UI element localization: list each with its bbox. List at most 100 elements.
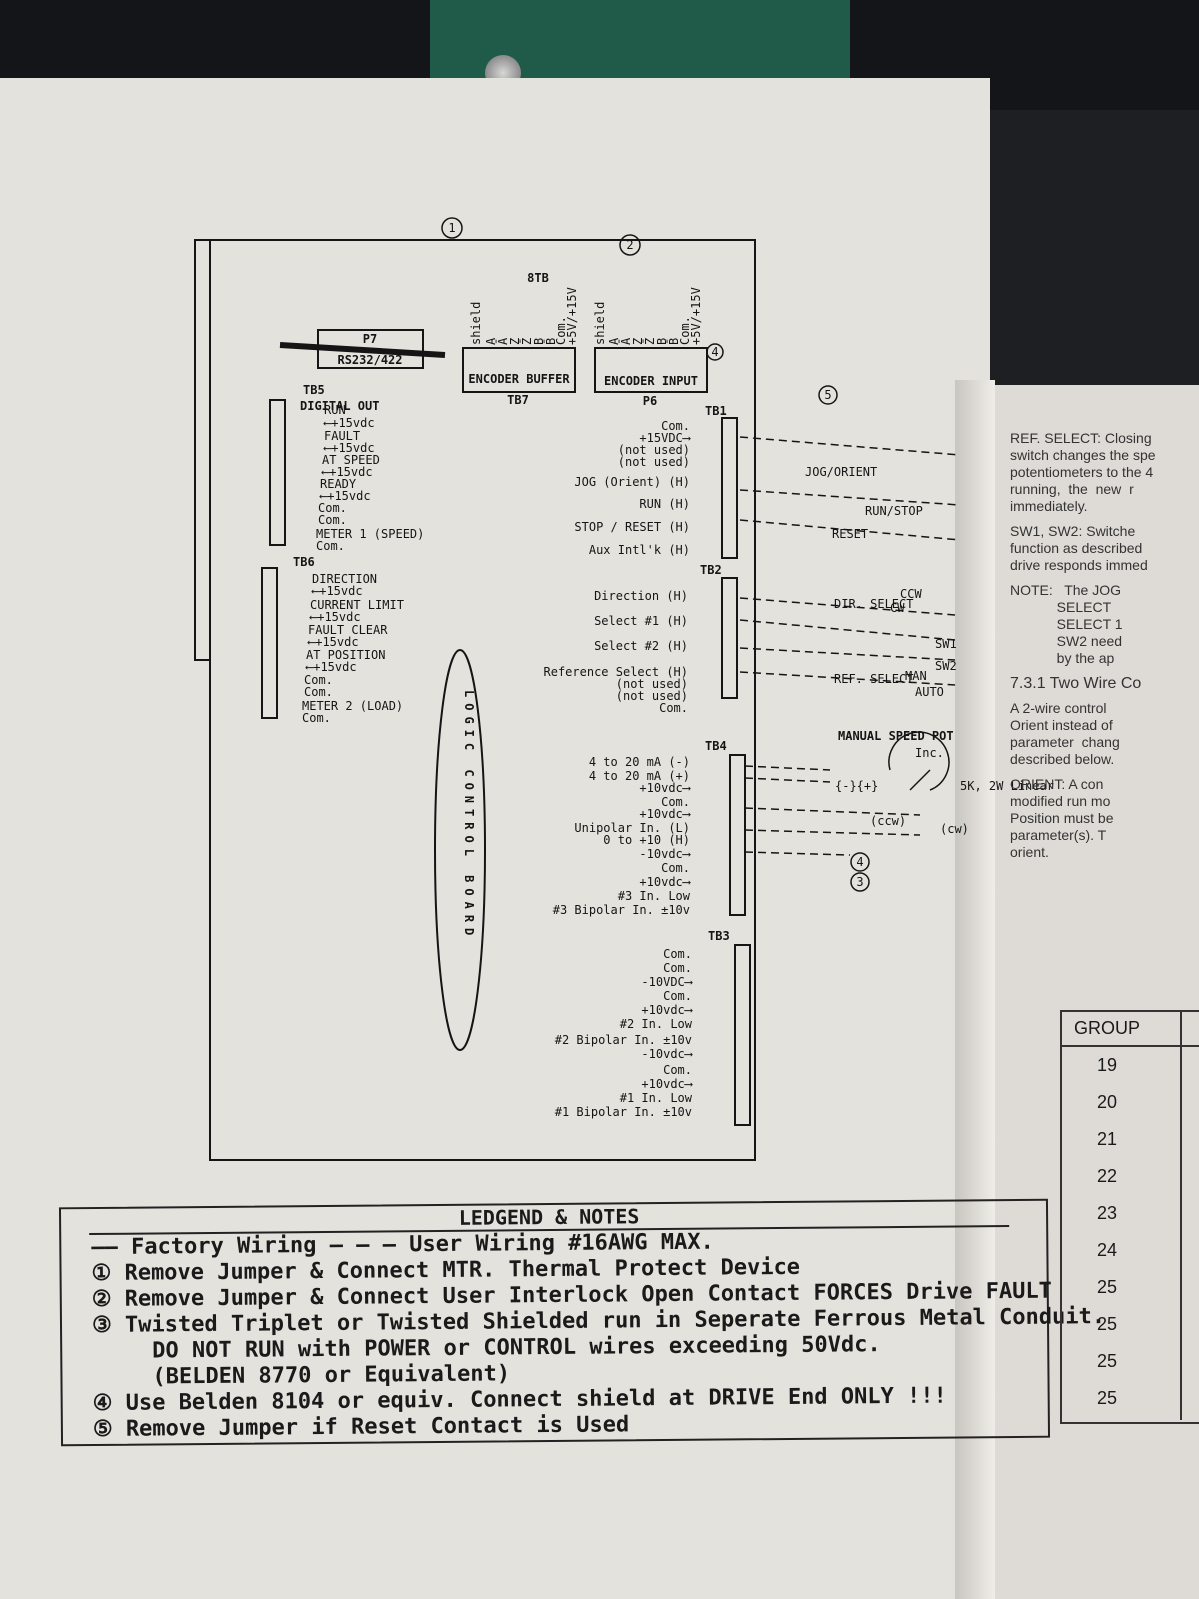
tb5-item: READY (320, 477, 357, 491)
tb4-item: Unipolar In. (L) (574, 821, 690, 835)
encoder-buffer-block (462, 347, 576, 393)
group-row: 25 (1096, 1314, 1118, 1334)
encoder-input-label: ENCODER INPUT (604, 374, 698, 388)
auto-label: AUTO (915, 685, 944, 699)
group-table: GROUP 19 20 21 22 23 24 25 25 25 25 (1060, 1010, 1199, 1424)
tb4-label: TB4 (705, 739, 727, 753)
tb6-item: Com. (302, 711, 331, 725)
section-heading: 7.3.1 Two Wire Co (1010, 675, 1142, 692)
tb5-item: METER 1 (SPEED) (316, 527, 424, 541)
enc-buf-pin: Z̄ (520, 338, 534, 345)
callout-5: 5 (824, 388, 831, 402)
two-wire-paragraph: A 2-wire control Orient instead of param… (1010, 700, 1120, 767)
tb2-item: Direction (H) (594, 589, 688, 603)
p7-label: P7 (363, 332, 377, 346)
pot-cw-label: (cw) (940, 822, 969, 836)
enc-in-pin: Z̄ (643, 338, 657, 345)
logic-board-label: LOGIC CONTROL BOARD (462, 690, 476, 941)
tb4-item: 4 to 20 mA (+) (589, 769, 690, 783)
8tb-label: 8TB (527, 271, 549, 285)
tb7-label: TB7 (507, 393, 529, 407)
enc-in-pin: +5V/+15V (689, 287, 703, 345)
left-page (0, 78, 990, 1599)
tb5-label: TB5 (303, 383, 325, 397)
tb4-item: Com. (661, 795, 690, 809)
group-header: GROUP (1062, 1012, 1199, 1047)
enc-buf-pin: +5V/+15V (565, 287, 579, 345)
ccw-label: CCW (900, 587, 922, 601)
tb2-label: TB2 (700, 563, 722, 577)
group-row: 25 (1096, 1277, 1118, 1297)
inc-label: Inc. (915, 746, 944, 760)
tb6-item: DIRECTION (312, 572, 377, 586)
cw-label: CW (890, 601, 905, 615)
enc-buf-pin: B (532, 338, 546, 345)
tb6-strip (261, 567, 278, 719)
tb6-item: Com. (304, 685, 333, 699)
right-page (990, 385, 1199, 1599)
tb5-item: RUN (324, 403, 346, 417)
group-row: 22 (1096, 1166, 1118, 1186)
tb5-item: Com. (318, 513, 347, 527)
encoder-input-block (594, 347, 708, 393)
encoder-buffer-label: ENCODER BUFFER (468, 372, 570, 386)
callout-3b: 3 (856, 875, 863, 889)
tb6-item: ⟵+15vdc (305, 660, 357, 674)
tb6-item: ⟵+15vdc (307, 635, 359, 649)
man-label: MAN (905, 669, 927, 683)
tb3-strip (734, 944, 751, 1126)
tb5-item: FAULT (324, 429, 360, 443)
tb4-item: -10vdc⟶ (639, 847, 690, 861)
reset-label: RESET (832, 527, 868, 541)
tb6-item: AT POSITION (306, 648, 385, 662)
tb1-item: Com. (661, 419, 690, 433)
tb4-item: +10vdc⟶ (639, 875, 690, 889)
enc-in-pin: B (655, 338, 669, 345)
tb3-item: -10VDC⟶ (641, 975, 692, 989)
tb6-item: Com. (304, 673, 333, 687)
callout-2: 2 (626, 238, 633, 252)
tb3-item: +10vdc⟶ (641, 1003, 692, 1017)
tb6-item: ⟵+15vdc (311, 584, 363, 598)
sw2-label: SW2 (935, 659, 957, 673)
enc-buf-pin: Ā (496, 337, 510, 345)
callout-4: 4 (711, 345, 718, 359)
group-row: 21 (1096, 1129, 1118, 1149)
tb5-item: Com. (318, 501, 347, 515)
tb4-strip (729, 754, 746, 916)
tb4-item: +10vdc⟶ (639, 807, 690, 821)
tb2-item: (not used) (616, 689, 688, 703)
ref-select-paragraph: REF. SELECT: Closing switch changes the … (1010, 430, 1156, 514)
right-page-text: REF. SELECT: Closing switch changes the … (1010, 430, 1199, 869)
tb5-item: AT SPEED (322, 453, 380, 467)
tb5-item: ⟵+15vdc (319, 489, 371, 503)
tb4-item: #3 In. Low (618, 889, 691, 903)
tb2-item: Reference Select (H) (544, 665, 689, 679)
pot-ccw-label: (ccw) (870, 814, 906, 828)
orient-paragraph: ORIENT: A con modified run mo Position m… (1010, 776, 1114, 860)
enc-in-pin: B̄ (667, 338, 681, 345)
enc-buf-pin: shield (469, 302, 483, 345)
tb3-item: Com. (663, 989, 692, 1003)
tb6-item: METER 2 (LOAD) (302, 699, 403, 713)
tb6-label: TB6 (293, 555, 315, 569)
minus-plus-label: {-}{+} (835, 779, 878, 793)
callout-1: 1 (448, 221, 455, 235)
tb4-item: Com. (661, 861, 690, 875)
tb2-item: Select #1 (H) (594, 614, 688, 628)
tb1-item: RUN (H) (639, 497, 690, 511)
tb6-item: CURRENT LIMIT (310, 598, 404, 612)
group-row: 19 (1096, 1055, 1118, 1075)
ref-select-label: REF. SELECT (834, 672, 913, 686)
tb5-strip (269, 399, 286, 546)
group-row: 25 (1096, 1351, 1118, 1371)
group-row: 23 (1096, 1203, 1118, 1223)
tb1-item: JOG (Orient) (H) (574, 475, 690, 489)
tb3-label: TB3 (708, 929, 730, 943)
tb4-item: +10vdc⟶ (639, 781, 690, 795)
pot-spec-label: 5K, 2W Linear (960, 779, 1054, 793)
tb3-item: #2 In. Low (620, 1017, 693, 1031)
tb1-item: STOP / RESET (H) (574, 520, 690, 534)
tb2-strip (721, 577, 738, 699)
